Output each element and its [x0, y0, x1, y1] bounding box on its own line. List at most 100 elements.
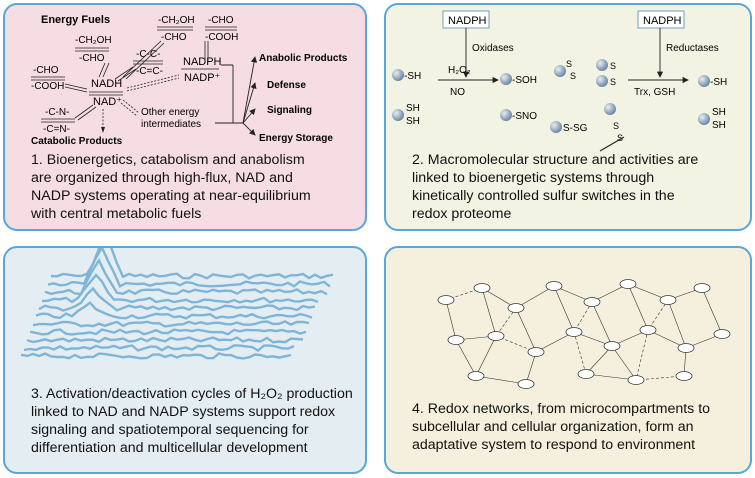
protein-sphere — [392, 69, 404, 81]
panel-activation-cycles: 3. Activation/deactivation cycles of H₂O… — [3, 246, 367, 474]
caption-line: linked to bioenergetic systems through — [412, 170, 655, 186]
fuel-cn-single: -C-N- — [45, 107, 69, 118]
catabolic-products-label: Catabolic Products — [31, 136, 123, 147]
network-node — [507, 303, 525, 313]
network-edge — [627, 283, 649, 331]
fuel-cho: -CHO — [79, 53, 105, 64]
network-edge — [585, 345, 613, 375]
fuel-cho-2: -CHO — [161, 32, 187, 43]
other-energy-line2: intermediates — [141, 119, 201, 130]
wave-line — [32, 320, 310, 328]
wave-line — [26, 336, 304, 344]
reductases-label: Reductases — [666, 43, 719, 54]
network-node — [447, 335, 465, 345]
network-edge — [475, 375, 527, 385]
energy-fuels-label: Energy Fuels — [41, 14, 110, 26]
nadph-right: NADPH — [643, 15, 682, 27]
disulfide-s: S — [613, 121, 619, 131]
fuel-cooh-left: -COOH — [31, 81, 64, 92]
network-node — [437, 295, 455, 305]
thiol-sh-a: SH — [406, 103, 420, 114]
other-energy-line1: Other energy — [141, 107, 199, 118]
network-node — [603, 341, 621, 351]
caption-line: redox proteome — [412, 206, 512, 222]
nadph-left: NADPH — [448, 15, 487, 27]
bioenergetics-diagram: Energy Fuels -CH₂OH -CHO -C-C- -C=C- -CH… — [31, 14, 348, 147]
network-node — [693, 283, 711, 293]
protein-sphere — [554, 65, 566, 77]
caption-line: with central metabolic fuels — [31, 206, 202, 222]
network-edge — [553, 285, 575, 333]
wave-line — [50, 248, 334, 280]
network-node — [639, 325, 657, 335]
thiol-sh-b: SH — [712, 120, 726, 131]
network-edge — [445, 299, 457, 341]
network-edge — [573, 301, 593, 333]
redox-network-diagram — [437, 279, 731, 389]
network-edge — [647, 299, 669, 331]
network-node — [473, 283, 491, 293]
h2o2-label: H₂O₂ — [448, 65, 471, 76]
wave-line — [35, 301, 313, 320]
network-node — [527, 347, 545, 357]
thiol-sh-reduced: -SH — [710, 77, 727, 88]
wave-line — [29, 328, 307, 336]
panel-bioenergetics: Energy Fuels -CH₂OH -CHO -C-C- -C=C- -CH… — [3, 3, 367, 231]
disulfide-s: S — [610, 77, 616, 87]
disulfide-s: S — [566, 59, 572, 69]
disulfide-s: S — [617, 133, 623, 143]
thiol-sh-a: SH — [712, 107, 726, 118]
disulfide-s: S — [610, 61, 616, 71]
network-edge — [585, 373, 637, 381]
nadph-label: NADPH — [183, 56, 222, 68]
network-edge — [591, 301, 613, 347]
caption-line: NADP systems operating at near-equilibri… — [31, 188, 311, 204]
nitrosyl-sno: -SNO — [512, 111, 537, 122]
wave-line — [44, 257, 328, 296]
wave-line — [47, 248, 331, 288]
network-edge — [515, 285, 555, 309]
nad-label: NAD⁺ — [93, 96, 122, 108]
sulfur-switch-diagram: NADPH NADPH Oxidases Reductases H₂O₂ NO … — [392, 10, 727, 152]
nadph-box-right — [637, 10, 685, 29]
panel-redox-networks: 4. Redox networks, from microcompartment… — [384, 246, 752, 474]
network-edge — [701, 287, 723, 335]
network-edge — [573, 331, 587, 375]
protein-sphere — [550, 121, 562, 133]
protein-sphere — [596, 75, 608, 87]
glutathione-ssg: S-SG — [563, 123, 588, 134]
caption-line: 4. Redox networks, from microcompartment… — [412, 401, 711, 417]
wave-line — [20, 352, 292, 360]
protein-sphere — [698, 113, 710, 125]
fuel-ch2oh: -CH₂OH — [75, 35, 112, 46]
trx-gsh-label: Trx, GSH — [634, 87, 675, 98]
network-node — [583, 297, 601, 307]
protein-sphere — [698, 75, 710, 87]
wave-line — [38, 286, 316, 312]
wave-line — [41, 273, 319, 304]
network-edge — [515, 307, 537, 353]
no-label: NO — [450, 87, 465, 98]
network-edge — [495, 307, 517, 337]
wave-line — [23, 344, 295, 352]
fuel-cho-3: -CHO — [208, 15, 234, 26]
network-node — [619, 279, 637, 289]
thiol-sh-b: SH — [406, 116, 420, 127]
panel2-caption: 2. Macromolecular structure and activiti… — [412, 151, 698, 223]
fuel-cn-double: -C=N- — [43, 124, 70, 135]
wave-surface-plot — [20, 248, 334, 360]
nadp-label: NADP⁺ — [184, 72, 221, 84]
anabolic-products-label: Anabolic Products — [259, 53, 348, 64]
network-edge — [667, 299, 687, 349]
disulfide-s: S — [570, 71, 576, 81]
panel3-caption: 3. Activation/deactivation cycles of H₂O… — [31, 385, 353, 457]
fuel-cooh: -COOH — [205, 32, 238, 43]
network-node — [577, 369, 595, 379]
network-node — [675, 371, 693, 381]
fuel-cho-left: -CHO — [33, 65, 59, 76]
signaling-label: Signaling — [267, 105, 312, 116]
network-node — [545, 281, 563, 291]
caption-line: are organized through high-flux, NAD and — [31, 170, 293, 186]
network-node — [627, 375, 645, 385]
panel1-caption: 1. Bioenergetics, catabolism and anaboli… — [31, 151, 311, 223]
